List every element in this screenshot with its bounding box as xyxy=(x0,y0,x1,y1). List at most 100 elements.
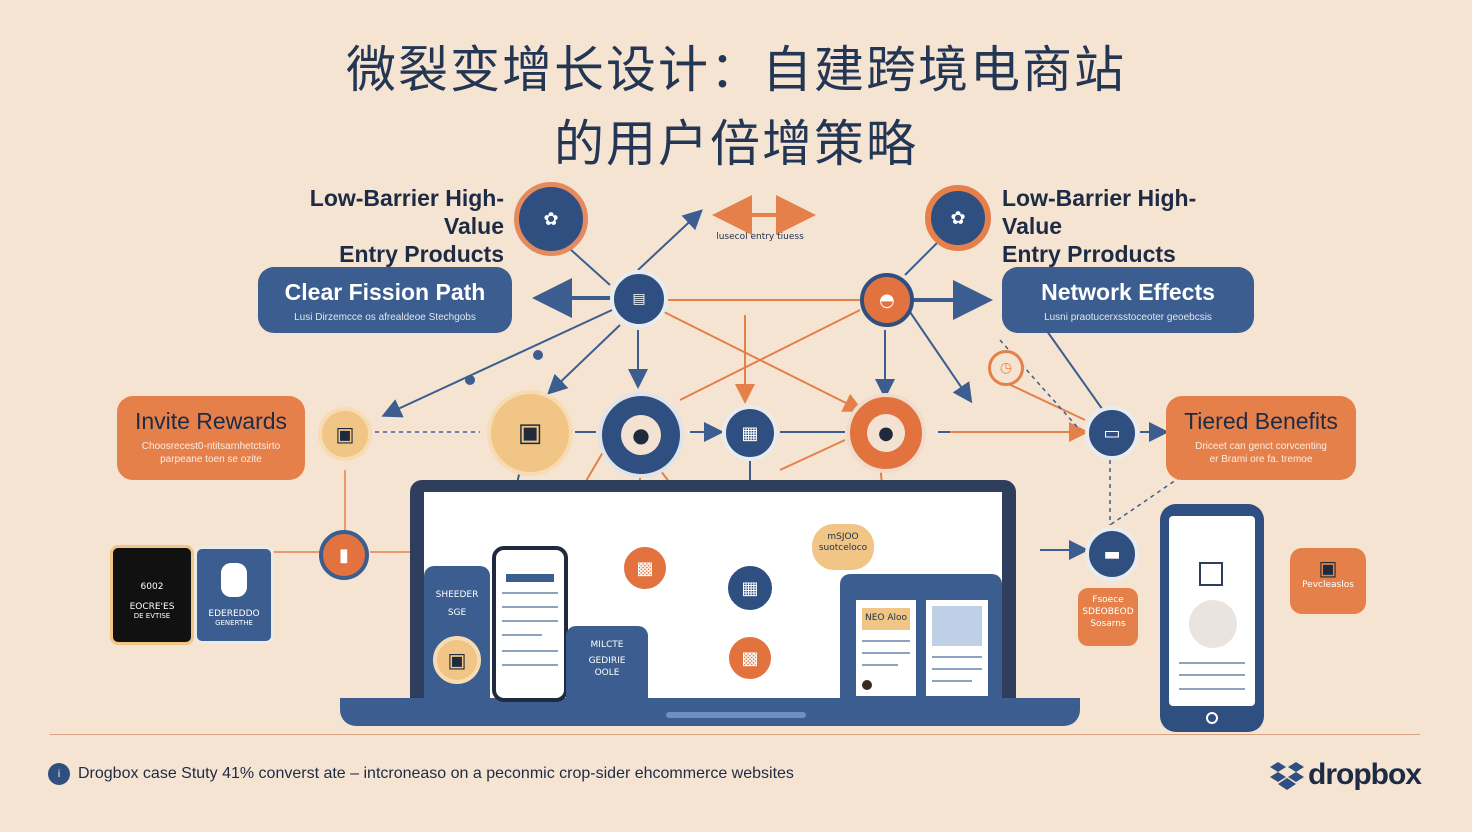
screen-left-line-2: SGE xyxy=(447,608,467,618)
gift-icon: ▩ xyxy=(636,557,654,579)
fission-hub-node: ▤ xyxy=(610,270,668,328)
gift-box-icon: ▣ xyxy=(335,422,355,446)
card-line xyxy=(862,640,910,642)
screen-left-panel: SHEEDER SGE ▣ xyxy=(424,566,490,698)
screen-left-line-1: SHEEDER xyxy=(435,590,479,600)
screen-gift-node: ▣ xyxy=(433,636,481,684)
tiered-benefits-subtitle-1: Driceet can genct corvcenting xyxy=(1195,441,1327,452)
info-icon: i xyxy=(57,768,61,780)
blue-card-line-2: GENERTHE xyxy=(215,619,253,627)
clipboard-node: ▦ xyxy=(722,405,778,461)
bottle-icon: ▮ xyxy=(339,544,349,566)
phone-line xyxy=(502,664,558,666)
screen-speech-bubble: mSJOO suotceloco xyxy=(812,524,874,570)
screen-right-panel: NEO Aloo xyxy=(840,574,1002,698)
top-right-heading-line-1: Low-Barrier High-Value xyxy=(1002,185,1197,239)
screen-mid-line-1: MILCTE xyxy=(590,640,624,650)
black-card-top: 6002 xyxy=(140,582,164,592)
rewards-small-node: ▣ xyxy=(318,407,372,461)
avatar xyxy=(862,680,872,690)
right-orange-card-text: Pevcleaslos xyxy=(1302,580,1354,590)
right-phone-screen xyxy=(1169,516,1255,706)
mask-icon: ◓ xyxy=(879,289,895,311)
black-card-line-1: EOCRE'ES xyxy=(129,602,175,612)
package-icon: ▩ xyxy=(741,647,759,669)
dropbox-wordmark: dropbox xyxy=(1308,758,1422,791)
network-effects-subtitle: Lusni praotucerxsstoceoter geoebcsis xyxy=(1044,312,1212,323)
network-hub-node: ◓ xyxy=(860,273,914,327)
user-icon: ● xyxy=(632,423,650,447)
blue-product-card: EDEREDDO GENERTHE xyxy=(194,546,274,644)
footer-info-icon: i xyxy=(48,763,70,785)
gift-box-icon: ▣ xyxy=(447,648,467,672)
phone-bar xyxy=(506,574,554,582)
wallet-icon: ▭ xyxy=(1103,422,1121,444)
right-small-card: Fsoece SDEOBEOD Sosarns xyxy=(1078,588,1138,646)
store-icon: ▤ xyxy=(632,291,646,307)
network-effects-pill: Network Effects Lusni praotucerxsstoceot… xyxy=(1002,267,1254,333)
tiered-benefits-subtitle-2: er Brami ore fa. tremoe xyxy=(1209,454,1313,465)
top-left-node: ✿ xyxy=(514,182,588,256)
clear-fission-path-subtitle: Lusi Dirzemcce os afrealdeoe Stechgobs xyxy=(294,312,476,323)
package-icon: ▬ xyxy=(1103,543,1121,565)
card-line xyxy=(932,656,982,658)
card-line xyxy=(862,652,910,654)
card-line xyxy=(932,668,982,670)
timer-icon: ◷ xyxy=(999,360,1013,376)
invite-rewards-title: Invite Rewards xyxy=(134,408,288,434)
screen-right-card: NEO Aloo xyxy=(856,600,916,696)
invite-rewards-subtitle-1: Choosrecest0-ntitsarnhetctsirto xyxy=(141,441,281,452)
screen-mid-panel: MILCTE GEDIRIE OOLE xyxy=(566,626,648,698)
screen-phone xyxy=(492,546,568,702)
page-title-line-1: 微裂变增长设计：自建跨境电商站 xyxy=(346,41,1126,99)
referral-user-node: ● xyxy=(846,393,926,473)
phone-line xyxy=(502,620,558,622)
right-small-card-text: Fsoece SDEOBEOD Sosarns xyxy=(1082,595,1134,629)
clipboard-icon: ▦ xyxy=(741,422,759,444)
package-node: ▬ xyxy=(1085,527,1139,581)
user-avatar-bg: ● xyxy=(867,414,905,452)
blue-card-line-1: EDEREDDO xyxy=(208,609,260,619)
right-phone xyxy=(1160,504,1264,732)
product-image xyxy=(932,606,982,646)
screen-clipboard-node: ▦ xyxy=(724,562,776,614)
phone-line xyxy=(502,650,558,652)
tiered-benefits-title: Tiered Benefits xyxy=(1184,408,1338,434)
screen-mid-line-2: GEDIRIE xyxy=(588,656,626,666)
screen-right-card-banner: NEO Aloo xyxy=(862,608,910,630)
card-line xyxy=(932,680,972,682)
tiered-benefits-pill: Tiered Benefits Driceet can genct corvce… xyxy=(1166,396,1356,480)
screen-right-image-card xyxy=(926,600,988,696)
phone-line xyxy=(502,606,558,608)
screen-bubble-text: mSJOO suotceloco xyxy=(818,532,868,553)
card-line xyxy=(862,664,898,666)
screen-package-node: ▩ xyxy=(725,633,775,683)
flower-icon: ✿ xyxy=(950,207,966,229)
top-left-heading-line-1: Low-Barrier High-Value xyxy=(309,185,504,239)
right-orange-card: ▣ Pevcleaslos xyxy=(1290,548,1366,614)
phone-line xyxy=(502,592,558,594)
page-title-line-2: 的用户倍增策略 xyxy=(554,115,918,173)
tier-node: ▭ xyxy=(1085,406,1139,460)
network-effects-title: Network Effects xyxy=(1041,279,1215,305)
gift-box-icon: ▣ xyxy=(517,418,543,448)
phone-line xyxy=(1179,688,1245,690)
phone-doc-icon xyxy=(1199,562,1223,586)
flower-icon: ✿ xyxy=(543,208,559,230)
clear-fission-path-title: Clear Fission Path xyxy=(284,279,486,305)
user-icon: ● xyxy=(878,422,894,444)
top-right-node: ✿ xyxy=(925,185,991,251)
gift-box-icon: ▣ xyxy=(1318,556,1338,580)
top-left-heading-line-2: Entry Products xyxy=(339,241,504,267)
top-right-heading: Low-Barrier High-Value Entry Prroducts xyxy=(1002,184,1254,268)
footer-divider xyxy=(50,734,1420,735)
central-user-node: ● xyxy=(598,392,684,478)
screen-right-card-text: NEO Aloo xyxy=(864,613,908,623)
invite-rewards-pill: Invite Rewards Choosrecest0-ntitsarnhetc… xyxy=(117,396,305,480)
top-right-heading-line-2: Entry Prroducts xyxy=(1002,241,1176,267)
laptop-hinge xyxy=(666,712,806,718)
dropbox-brand[interactable]: dropbox xyxy=(1270,758,1422,796)
top-left-heading: Low-Barrier High-Value Entry Products xyxy=(252,184,504,268)
phone-line xyxy=(1179,674,1245,676)
